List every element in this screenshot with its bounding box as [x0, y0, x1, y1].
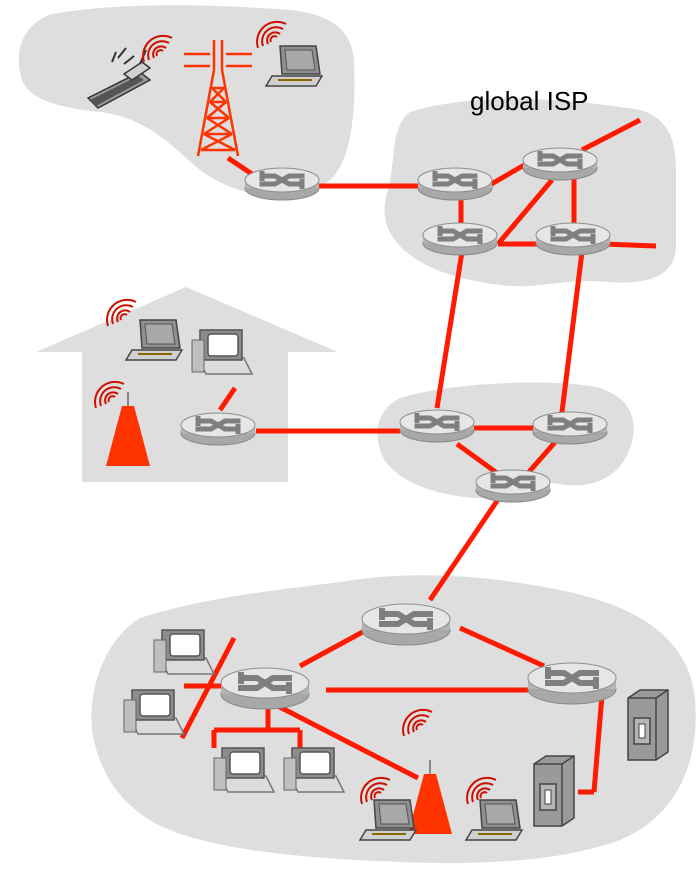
router	[181, 413, 255, 445]
network-links	[179, 117, 657, 795]
link	[434, 251, 465, 409]
link	[458, 625, 546, 669]
router	[221, 668, 309, 709]
cell-tower-icon	[184, 40, 252, 157]
link	[526, 438, 559, 475]
link	[427, 496, 502, 602]
router	[423, 223, 497, 255]
mobile-network-region	[18, 5, 355, 197]
router	[528, 663, 616, 704]
link	[580, 117, 642, 153]
router	[400, 410, 474, 442]
link	[298, 625, 372, 669]
cell-phone-icon	[86, 47, 152, 109]
link	[268, 699, 420, 781]
router	[418, 168, 492, 200]
router	[362, 604, 450, 645]
router	[533, 412, 607, 444]
link	[217, 386, 238, 412]
home-network-region	[36, 287, 338, 482]
link	[455, 441, 499, 476]
server-icon	[533, 755, 575, 827]
lan-bus	[179, 636, 237, 740]
link	[496, 178, 554, 246]
link	[558, 251, 585, 421]
router	[245, 168, 319, 200]
router	[476, 470, 550, 502]
link	[591, 694, 605, 793]
router	[523, 148, 597, 180]
router	[536, 223, 610, 255]
server-icon	[627, 689, 669, 761]
link	[603, 241, 657, 249]
global-isp-label: global ISP	[470, 86, 589, 116]
link	[486, 161, 528, 189]
